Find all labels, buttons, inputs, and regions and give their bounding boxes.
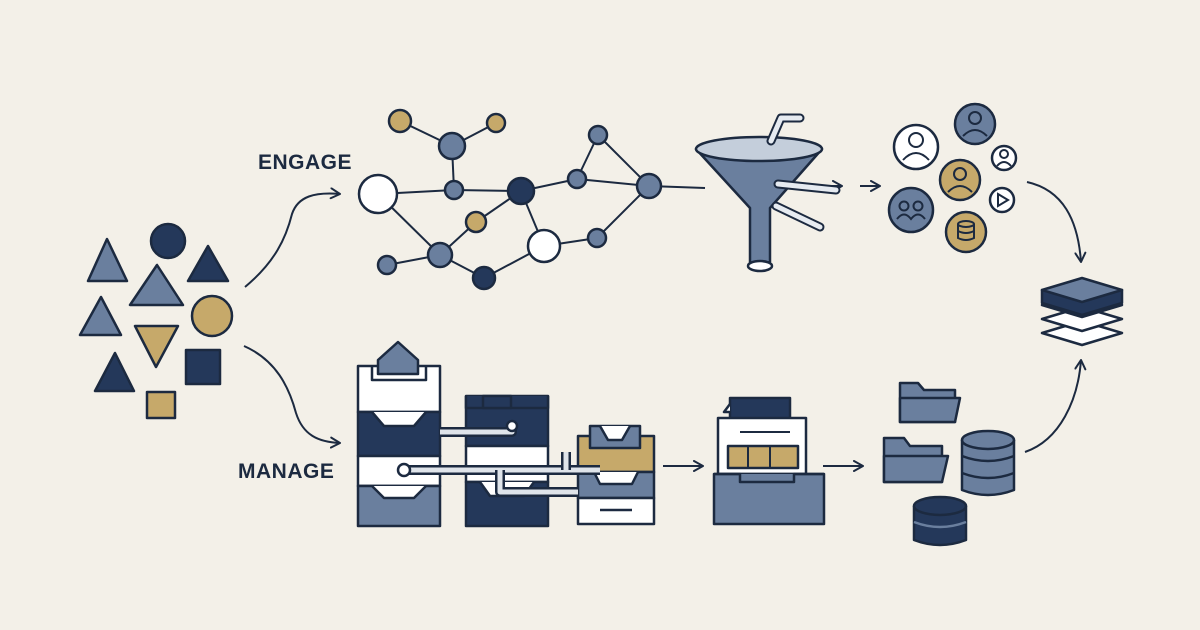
triangle-shape-icon (128, 263, 185, 307)
play-icon (988, 186, 1016, 214)
database-icon (960, 429, 1016, 497)
drawer-pipes (396, 419, 600, 497)
file-box-icon (712, 396, 826, 526)
triangle-shape-icon (186, 244, 230, 283)
arrow-to-manage (243, 345, 341, 449)
user-icon (892, 123, 940, 171)
network-node-icon (471, 265, 497, 291)
drawer-icon (356, 410, 442, 458)
network-node-icon (587, 124, 609, 146)
engage-network (357, 108, 706, 291)
flow-arrows (243, 180, 1087, 472)
drawer-icon (356, 340, 442, 414)
network-node-icon (387, 108, 413, 134)
drawer-icon (356, 484, 442, 528)
network-node-icon (506, 176, 536, 206)
database-icon (912, 495, 968, 547)
network-node-icon (464, 210, 488, 234)
network-node-icon (586, 227, 608, 249)
drawer-icon (464, 394, 550, 448)
storage-cluster (882, 381, 1016, 547)
network-node-icon (566, 168, 588, 190)
network-node-icon (426, 241, 454, 269)
network-node-icon (437, 131, 467, 161)
arrow-from-storage (1024, 359, 1087, 453)
engage-label: ENGAGE (258, 151, 353, 174)
triangle-shape-icon (86, 237, 129, 283)
network-nodes (357, 108, 663, 291)
arrow-to-engage (244, 187, 341, 288)
arrow-to-stack (1026, 181, 1087, 263)
network-node-icon (357, 173, 399, 215)
database-icon (944, 210, 988, 254)
network-node-icon (635, 172, 663, 200)
circle-shape-icon (149, 222, 187, 260)
network-node-icon (526, 228, 562, 264)
audience-cluster (887, 102, 1018, 254)
drawer-icon (576, 470, 656, 500)
square-shape-icon (184, 348, 222, 386)
folder-icon (898, 381, 962, 424)
triangle-shape-icon (78, 295, 123, 337)
triangle-shape-icon (133, 324, 180, 369)
folder-icon (882, 436, 950, 484)
square-shape-icon (145, 390, 177, 420)
layer-stack-icon (1040, 276, 1124, 347)
network-node-icon (443, 179, 465, 201)
network-node-icon (485, 112, 507, 134)
user-icon (938, 158, 982, 202)
user-icon (990, 144, 1018, 172)
group-icon (887, 186, 935, 234)
manage-label: MANAGE (238, 460, 335, 483)
user-icon (953, 102, 997, 146)
drawer-icon (576, 496, 656, 526)
network-node-icon (376, 254, 398, 276)
circle-shape-icon (190, 294, 234, 338)
funnel-icon (694, 113, 841, 273)
triangle-shape-icon (93, 351, 136, 393)
source-shapes (78, 222, 234, 420)
drawer-icon (464, 444, 550, 484)
